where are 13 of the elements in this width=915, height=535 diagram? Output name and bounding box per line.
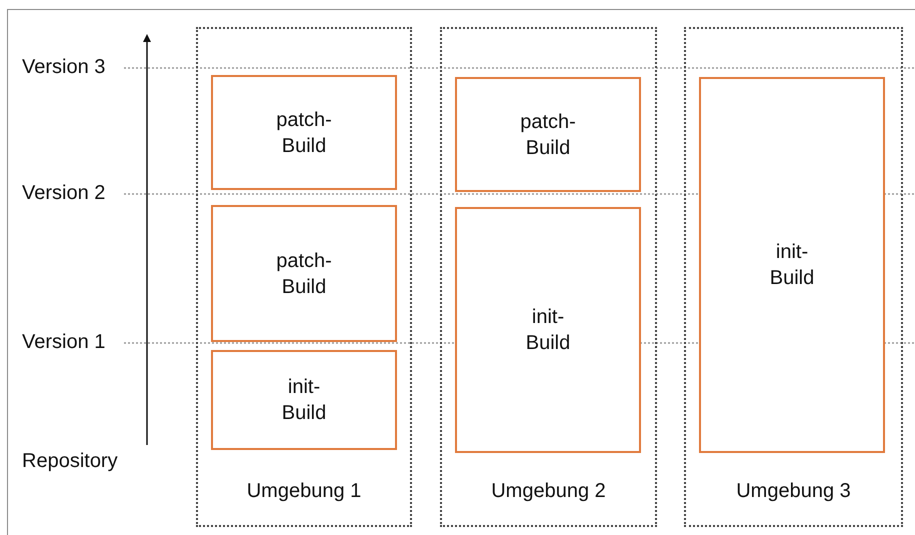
environment-box: [684, 27, 903, 527]
environment-title: Umgebung 2: [491, 480, 606, 502]
build-box: patch- Build: [211, 205, 397, 342]
axis-label: Repository: [22, 450, 118, 473]
build-box: patch- Build: [211, 75, 397, 190]
build-box: init- Build: [699, 77, 885, 453]
build-box: init- Build: [455, 207, 641, 453]
environment-title: Umgebung 1: [246, 480, 362, 502]
environment-title: Umgebung 3: [736, 480, 851, 502]
environment-box: [196, 27, 412, 527]
environment-box: [440, 27, 657, 527]
build-box: patch- Build: [455, 77, 641, 192]
build-box: init- Build: [211, 350, 397, 450]
